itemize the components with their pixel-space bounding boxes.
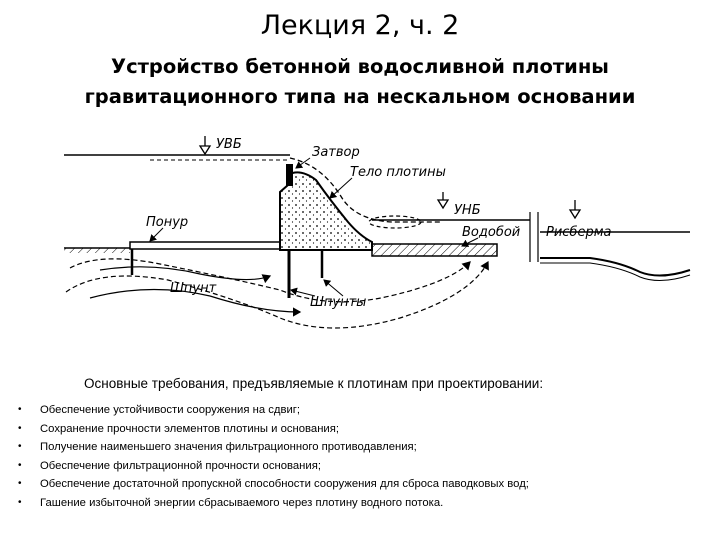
slide-subtitle: Устройство бетонной водосливной плотины …: [40, 52, 680, 112]
list-item: • Обеспечение фильтрационной прочности ос…: [18, 457, 698, 476]
bullet-icon: •: [18, 441, 22, 452]
bullet-icon: •: [18, 496, 22, 508]
bullet-icon: •: [18, 478, 22, 489]
requirements-heading: Основные требования, предъявляемые к пло…: [84, 376, 544, 391]
requirement-text: Гашение избыточной энергии сбрасываемого…: [40, 496, 444, 509]
dam-body: Затвор Тело плотины: [279, 145, 446, 251]
label-zatvor: Затвор: [312, 145, 360, 160]
dam-diagram: УВБ Понур Затвор Тело плотины УНБ Водобо…: [64, 136, 691, 329]
requirement-text: Обеспечение достаточной пропускной спосо…: [40, 478, 529, 490]
list-item: • Сохранение прочности элементов плотины …: [18, 420, 698, 439]
label-shpunty: Шпунты: [310, 295, 366, 310]
upstream-apron: Понур: [129, 215, 281, 250]
upstream-ground: [64, 247, 130, 253]
upstream-water-level: УВБ: [64, 136, 290, 161]
subtitle-line-1: Устройство бетонной водосливной плотины: [111, 55, 609, 78]
stilling-basin: Водобой: [371, 225, 520, 257]
label-shpunt: Шпунт: [170, 281, 217, 296]
requirement-text: Обеспечение фильтрационной прочности осн…: [40, 459, 321, 472]
sheet-piles: Шпунты: [287, 250, 366, 310]
upstream-sheet-pile: Шпунт: [130, 249, 217, 296]
downstream-water-level: УНБ: [372, 192, 530, 221]
requirements-list: • Обеспечение устойчивости сооружения на …: [18, 401, 698, 512]
requirement-text: Обеспечение устойчивости сооружения на с…: [40, 404, 301, 416]
riprap-apron: Рисберма: [540, 200, 691, 281]
label-vodoboy: Водобой: [462, 225, 520, 240]
section-break: [529, 212, 539, 262]
label-telo: Тело плотины: [350, 165, 446, 180]
label-risberma: Рисберма: [546, 225, 612, 240]
subtitle-line-2: гравитационного типа на нескальном основ…: [84, 85, 636, 108]
requirement-text: Сохранение прочности элементов плотины и…: [40, 422, 339, 435]
bullet-icon: •: [18, 459, 22, 471]
label-ponur: Понур: [146, 215, 188, 230]
list-item: • Гашение избыточной энергии сбрасываемог…: [18, 494, 698, 513]
list-item: • Обеспечение достаточной пропускной спос…: [18, 475, 698, 494]
overflow-flow: [289, 157, 440, 229]
requirement-text: Получение наименьшего значения фильтраци…: [40, 441, 417, 453]
label-ubb: УВБ: [216, 137, 242, 152]
seepage-flow-lines: [65, 258, 489, 329]
label-unb: УНБ: [454, 203, 481, 218]
bullet-icon: •: [18, 404, 22, 415]
list-item: • Обеспечение устойчивости сооружения на …: [18, 401, 698, 420]
slide-title: Лекция 2, ч. 2: [260, 10, 460, 41]
list-item: • Получение наименьшего значения фильтрац…: [18, 438, 698, 457]
bullet-icon: •: [18, 422, 22, 434]
